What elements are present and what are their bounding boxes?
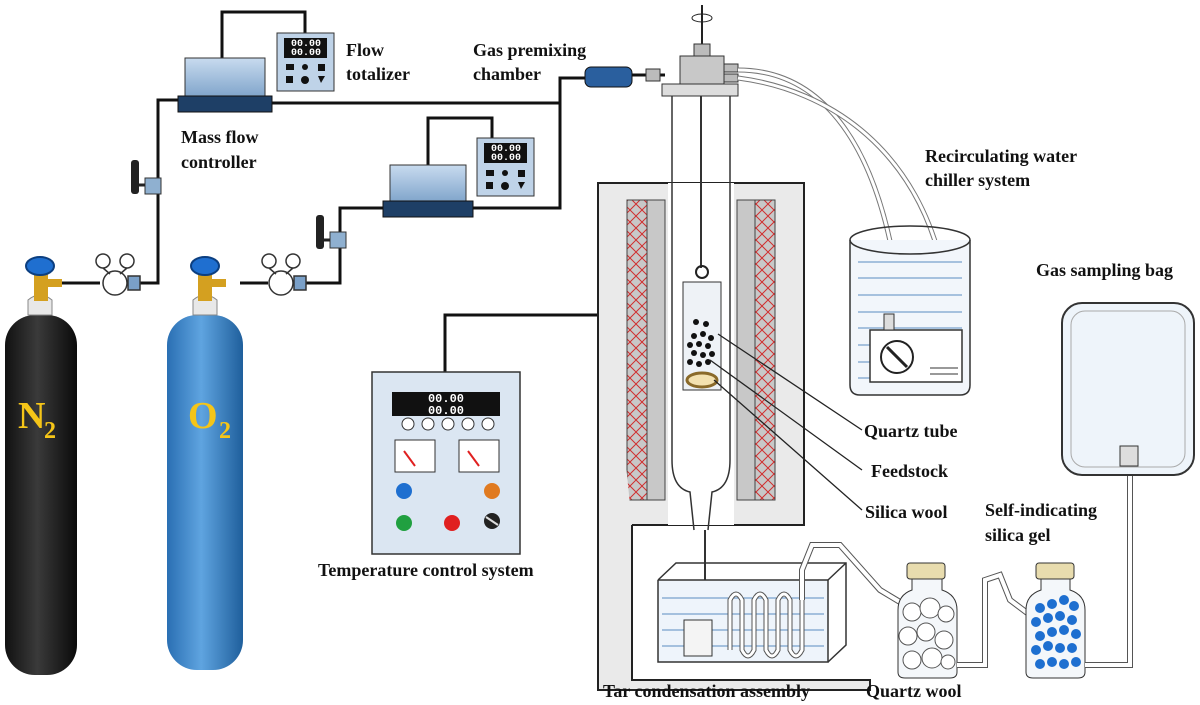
n2-flow-totalizer [276, 32, 335, 92]
leader-lines [709, 333, 863, 511]
label-gas-premixing-1: Gas premixing [473, 40, 586, 60]
label-mass-flow-controller-1: Mass flow [181, 127, 259, 147]
gas-sampling-bag [1061, 302, 1195, 476]
silica-gel-bottle [1025, 460, 1133, 679]
o2-regulator [261, 253, 307, 296]
label-silica-wool: Silica wool [865, 502, 948, 522]
o2-totalizer-readout-1: 00.00 [491, 144, 521, 155]
n2-valve [131, 160, 162, 195]
label-temperature-control: Temperature control system [318, 560, 534, 580]
n2-cylinder [5, 256, 77, 675]
o2-totalizer-readout-2: 00.00 [491, 153, 521, 164]
label-flow-totalizer-1: Flow [346, 40, 384, 60]
gas-premixing-chamber [584, 66, 661, 88]
label-recirculating-chiller-2: chiller system [925, 170, 1030, 190]
n2-mass-flow-controller [177, 57, 273, 113]
label-self-indicating-2: silica gel [985, 525, 1051, 545]
temperature-control-system [371, 371, 521, 555]
label-recirculating-chiller-1: Recirculating water [925, 146, 1077, 166]
quartz-tube [671, 96, 731, 531]
n2-regulator [95, 253, 141, 296]
n2-totalizer-readout-1: 00.00 [291, 39, 321, 50]
label-gas-premixing-2: chamber [473, 64, 541, 84]
label-flow-totalizer-2: totalizer [346, 64, 410, 84]
label-quartz-tube: Quartz tube [864, 421, 958, 441]
o2-cylinder [167, 256, 243, 670]
o2-label-subscript: 2 [219, 418, 231, 444]
o2-mass-flow-controller [382, 164, 474, 218]
label-gas-sampling-bag: Gas sampling bag [1036, 260, 1173, 280]
n2-label: N [18, 395, 45, 437]
label-self-indicating-1: Self-indicating [985, 500, 1097, 520]
label-quartz-wool: Quartz wool [866, 681, 961, 701]
n2-totalizer-readout-2: 00.00 [291, 48, 321, 59]
o2-flow-totalizer [476, 137, 535, 197]
n2-label-subscript: 2 [44, 418, 56, 444]
reactor-head [661, 5, 739, 97]
label-feedstock: Feedstock [871, 461, 948, 481]
feedstock-basket [682, 265, 722, 391]
tar-condensation-assembly [657, 530, 907, 663]
quartz-wool-bottle [897, 562, 1032, 679]
recirculating-water-chiller [737, 67, 971, 396]
o2-valve [316, 215, 347, 249]
label-tar-condensation: Tar condensation assembly [603, 681, 810, 701]
label-mass-flow-controller-2: controller [181, 152, 257, 172]
temperature-readout-2: 00.00 [428, 404, 464, 418]
temperature-readout-1: 00.00 [428, 392, 464, 406]
o2-label: O [188, 395, 218, 437]
